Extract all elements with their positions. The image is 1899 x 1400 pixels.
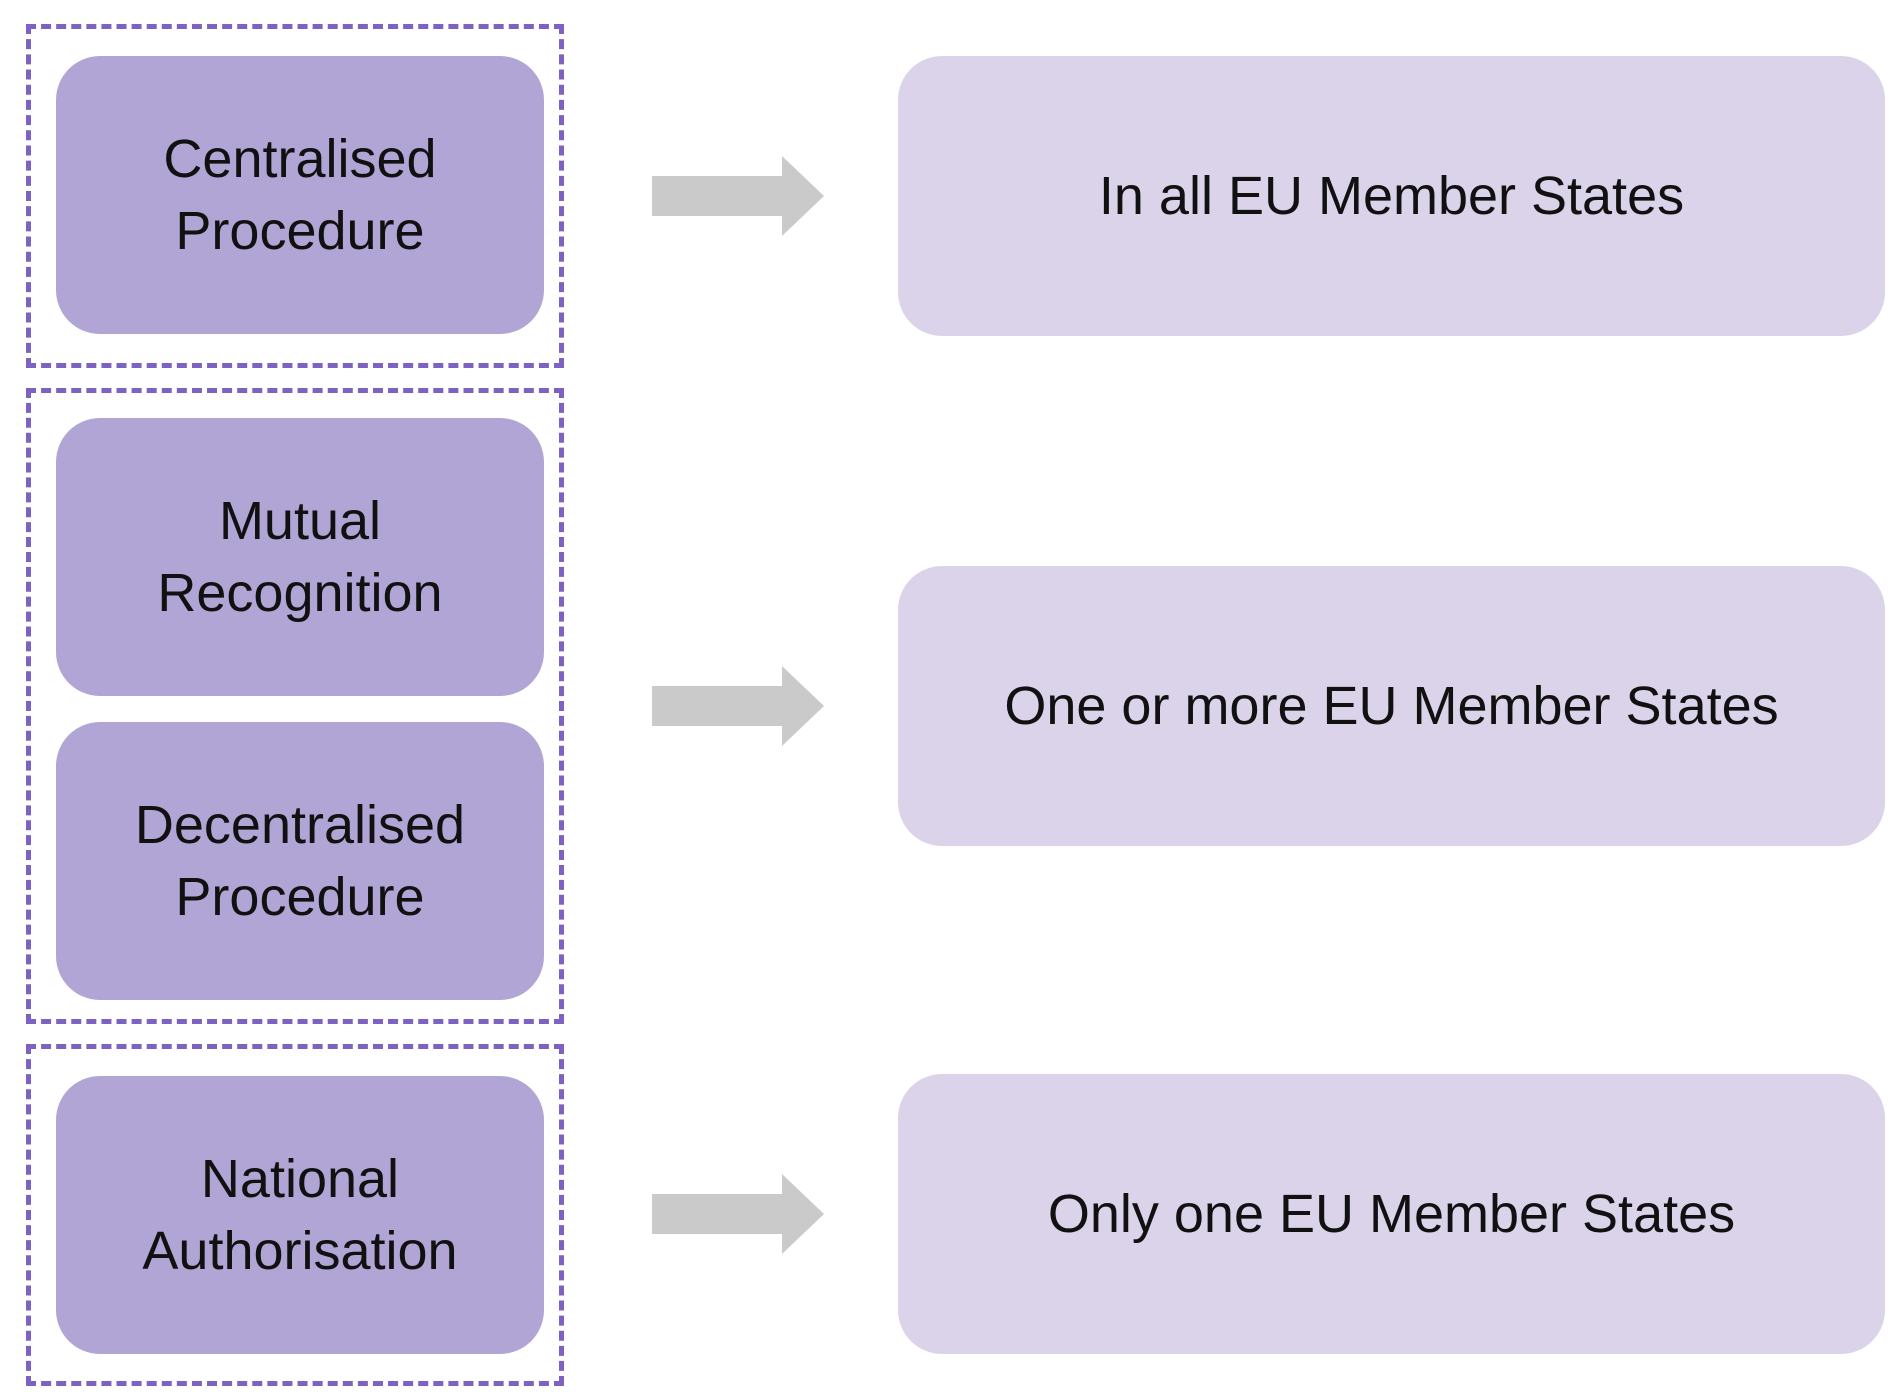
centralised-procedure-label-line2: Procedure	[175, 201, 425, 261]
right-arrow-icon	[652, 666, 824, 746]
right-arrow-icon	[652, 156, 824, 236]
right-arrow-icon	[652, 1174, 824, 1254]
centralised-procedure-box: Centralised Procedure	[56, 56, 544, 334]
result-all-member-states-label: In all EU Member States	[1098, 166, 1685, 226]
mutual-recognition-box: Mutual Recognition	[56, 418, 544, 696]
national-authorisation-label-line1: National	[200, 1149, 400, 1209]
national-authorisation-label-line2: Authorisation	[142, 1221, 458, 1281]
group-mutual-decentralised	[26, 388, 564, 1024]
group-national	[26, 1044, 564, 1386]
result-only-one-member-state-label: Only one EU Member States	[1047, 1184, 1736, 1244]
result-one-or-more-member-states-label: One or more EU Member States	[1004, 676, 1779, 736]
decentralised-procedure-label-line1: Decentralised	[134, 795, 466, 855]
national-authorisation-box: National Authorisation	[56, 1076, 544, 1354]
group-centralised	[26, 24, 564, 368]
centralised-procedure-label-line1: Centralised	[163, 129, 437, 189]
result-only-one-member-state-box: Only one EU Member States	[898, 1074, 1885, 1354]
decentralised-procedure-label-line2: Procedure	[175, 867, 425, 927]
mutual-recognition-label-line1: Mutual	[218, 491, 382, 551]
result-one-or-more-member-states-box: One or more EU Member States	[898, 566, 1885, 846]
decentralised-procedure-box: Decentralised Procedure	[56, 722, 544, 1000]
mutual-recognition-label-line2: Recognition	[157, 563, 443, 623]
result-all-member-states-box: In all EU Member States	[898, 56, 1885, 336]
